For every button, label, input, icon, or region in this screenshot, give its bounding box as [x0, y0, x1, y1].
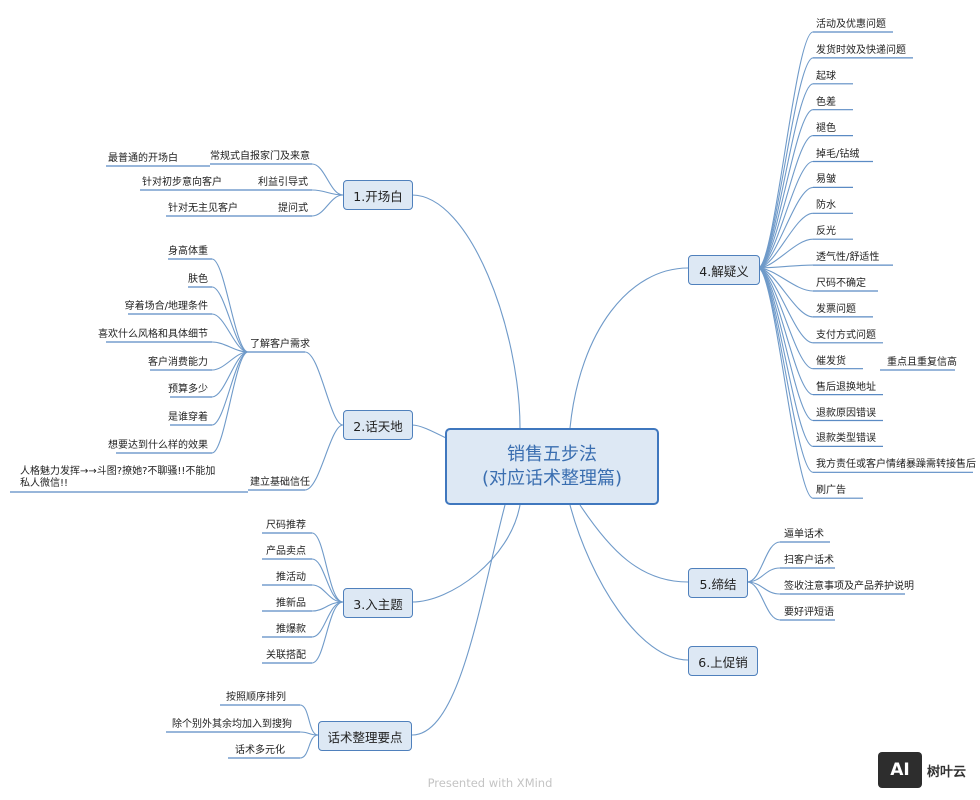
opening-item-question[interactable]: 提问式	[278, 203, 308, 214]
objection-item[interactable]: 催发货	[816, 355, 846, 367]
objection-item[interactable]: 退款类型错误	[816, 433, 876, 445]
objection-item[interactable]: 易皱	[816, 174, 836, 186]
needs-item[interactable]: 客户消费能力	[148, 357, 208, 368]
objection-connector	[757, 267, 814, 422]
objection-connector	[757, 267, 814, 473]
objection-connector	[757, 267, 814, 318]
needs-item[interactable]: 预算多少	[168, 384, 208, 395]
objection-connector	[757, 31, 814, 269]
objection-connector	[757, 267, 814, 447]
script-point[interactable]: 话术多元化	[235, 745, 285, 756]
logo-icon: AI	[878, 752, 922, 788]
topic-item[interactable]: 产品卖点	[266, 546, 306, 557]
branch-small-talk[interactable]: 2.话天地	[343, 410, 413, 440]
needs-item[interactable]: 身高体重	[168, 246, 208, 257]
needs-item[interactable]: 想要达到什么样的效果	[108, 440, 208, 451]
objection-connector	[757, 109, 814, 269]
footer-watermark: Presented with XMind	[427, 776, 553, 790]
smalltalk-needs[interactable]: 了解客户需求	[250, 339, 310, 350]
objection-item[interactable]: 反光	[816, 226, 836, 238]
topic-item[interactable]: 推爆款	[276, 624, 306, 635]
closing-item[interactable]: 扫客户话术	[784, 555, 834, 566]
objection-item[interactable]: 掉毛/钻绒	[816, 148, 860, 160]
brand-name: 树叶云	[927, 764, 967, 780]
root-topic[interactable]: 销售五步法 (对应话术整理篇)	[445, 428, 659, 505]
objection-item[interactable]: 售后退换地址	[816, 381, 876, 393]
root-title: 销售五步法	[507, 443, 597, 465]
objection-connector	[757, 83, 814, 269]
smalltalk-trust[interactable]: 建立基础信任	[250, 477, 310, 488]
objection-note-urgent[interactable]: 重点且重复信高	[887, 357, 957, 368]
smalltalk-trust-note[interactable]: 人格魅力发挥→→斗图?撩她?不聊骚!!不能加私人微信!!	[20, 466, 216, 489]
objection-item[interactable]: 发票问题	[816, 303, 856, 315]
objection-connector	[757, 135, 814, 269]
objection-item[interactable]: 透气性/舒适性	[816, 252, 880, 264]
objection-connector	[757, 212, 814, 269]
opening-item-standard[interactable]: 常规式自报家门及来意	[210, 151, 310, 162]
opening-note-benefit[interactable]: 针对初步意向客户	[142, 177, 222, 188]
topic-item[interactable]: 推新品	[276, 598, 306, 609]
objection-item[interactable]: 尺码不确定	[816, 278, 866, 289]
topic-item[interactable]: 尺码推荐	[266, 520, 306, 531]
objection-item[interactable]: 褪色	[816, 122, 836, 134]
objection-connector	[757, 160, 814, 269]
brand-logo: AI 树叶云	[878, 752, 966, 788]
closing-item[interactable]: 签收注意事项及产品养护说明	[784, 581, 914, 592]
branch-main-topic[interactable]: 3.入主题	[343, 588, 413, 618]
branch-promotion[interactable]: 6.上促销	[688, 646, 758, 676]
objection-item[interactable]: 退款原因错误	[816, 407, 876, 419]
script-point[interactable]: 按照顺序排列	[226, 692, 286, 703]
opening-note-question[interactable]: 针对无主见客户	[168, 203, 238, 214]
opening-note-standard[interactable]: 最普通的开场白	[108, 153, 178, 164]
objection-connector	[757, 238, 814, 269]
objection-item[interactable]: 发货时效及快递问题	[816, 44, 906, 56]
closing-item[interactable]: 逼单话术	[784, 529, 824, 540]
objection-item[interactable]: 防水	[816, 200, 836, 212]
branch-opening[interactable]: 1.开场白	[343, 180, 413, 210]
objection-item[interactable]: 刷广告	[816, 485, 846, 497]
needs-item[interactable]: 穿着场合/地理条件	[124, 301, 208, 312]
objection-connector	[757, 186, 814, 269]
opening-item-benefit[interactable]: 利益引导式	[258, 177, 308, 188]
needs-item[interactable]: 肤色	[188, 274, 208, 285]
needs-item[interactable]: 喜欢什么风格和具体细节	[98, 329, 208, 340]
objection-item[interactable]: 我方责任或客户情绪暴躁需转接售后	[816, 459, 976, 471]
objection-connector	[757, 57, 814, 269]
objection-item[interactable]: 起球	[816, 70, 836, 82]
branch-script-points[interactable]: 话术整理要点	[318, 721, 412, 751]
objection-connector	[757, 267, 814, 396]
objection-connector	[757, 267, 814, 499]
script-point[interactable]: 除个别外其余均加入到搜狗	[172, 719, 292, 730]
closing-item[interactable]: 要好评短语	[784, 607, 834, 618]
root-subtitle: (对应话术整理篇)	[481, 467, 623, 489]
branch-objections[interactable]: 4.解疑义	[688, 255, 760, 285]
branch-closing[interactable]: 5.缔结	[688, 568, 748, 598]
objection-item[interactable]: 活动及优惠问题	[816, 19, 886, 30]
objection-item[interactable]: 支付方式问题	[816, 329, 876, 341]
needs-item[interactable]: 是谁穿着	[168, 412, 208, 423]
topic-item[interactable]: 推活动	[276, 572, 306, 583]
topic-item[interactable]: 关联搭配	[266, 650, 306, 661]
objection-item[interactable]: 色差	[816, 96, 836, 108]
